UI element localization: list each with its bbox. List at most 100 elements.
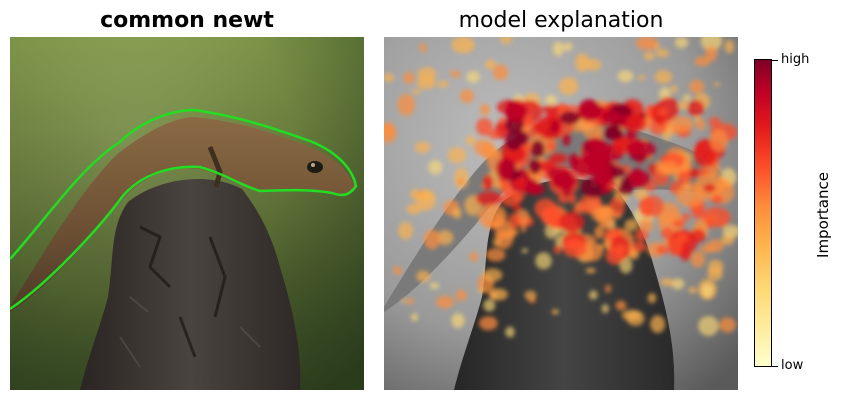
heat-blob bbox=[424, 229, 441, 250]
heat-blob bbox=[478, 316, 498, 331]
heat-blob bbox=[670, 85, 678, 93]
heat-blob bbox=[688, 287, 697, 294]
importance-heat-blobs bbox=[384, 37, 738, 338]
heat-blob bbox=[480, 103, 490, 116]
heat-blob bbox=[530, 140, 545, 158]
heat-blob bbox=[600, 187, 611, 194]
heat-blob bbox=[714, 82, 720, 87]
heat-blob bbox=[585, 267, 596, 274]
heat-blob bbox=[651, 171, 669, 186]
heat-blob bbox=[676, 183, 706, 208]
newt-photo-panel bbox=[10, 37, 364, 390]
heat-blob bbox=[656, 245, 669, 255]
heat-blob bbox=[546, 140, 556, 152]
heat-blob bbox=[559, 211, 585, 233]
heat-blob bbox=[514, 177, 527, 189]
heat-blob bbox=[633, 241, 647, 253]
heat-blob bbox=[495, 157, 515, 181]
heat-blob bbox=[693, 139, 717, 168]
heat-blob bbox=[450, 70, 461, 78]
heat-blob bbox=[634, 189, 649, 201]
heat-blob bbox=[672, 219, 686, 228]
heat-blob bbox=[616, 184, 634, 195]
heat-blob bbox=[553, 41, 564, 57]
left-panel-title: common newt bbox=[100, 8, 274, 33]
heat-blob bbox=[393, 265, 402, 275]
heat-blob bbox=[636, 37, 658, 51]
heat-blob bbox=[674, 37, 689, 49]
heat-blob bbox=[505, 102, 527, 123]
heat-blob bbox=[639, 218, 654, 233]
heat-blob bbox=[617, 70, 634, 83]
heat-blob bbox=[429, 282, 440, 290]
heat-blob bbox=[403, 71, 415, 84]
heat-blob bbox=[625, 129, 637, 141]
heat-blob bbox=[505, 130, 523, 151]
heat-blob bbox=[703, 183, 716, 193]
heat-blob bbox=[416, 76, 436, 90]
heat-blob bbox=[529, 182, 545, 196]
colorbar-gradient bbox=[754, 59, 772, 367]
heat-blob bbox=[484, 59, 496, 70]
heat-blob bbox=[452, 207, 462, 219]
heat-blob bbox=[711, 195, 724, 204]
heat-blob bbox=[410, 188, 421, 201]
heat-blob bbox=[398, 221, 413, 240]
heat-blob bbox=[722, 225, 738, 238]
heat-blob bbox=[478, 287, 486, 294]
heat-blob bbox=[529, 158, 541, 175]
heat-blob bbox=[619, 177, 632, 189]
heat-blob bbox=[521, 248, 528, 254]
heat-blob bbox=[611, 114, 623, 121]
heat-blob bbox=[428, 160, 443, 175]
heat-blob bbox=[436, 295, 455, 309]
heat-blob bbox=[553, 244, 562, 254]
heat-blob bbox=[597, 205, 615, 230]
heat-blob bbox=[451, 37, 475, 54]
heat-blob bbox=[625, 170, 651, 188]
heat-blob bbox=[568, 193, 577, 204]
heat-blob bbox=[500, 191, 521, 207]
heat-blob bbox=[626, 310, 645, 326]
heat-blob bbox=[605, 246, 625, 265]
heat-blob bbox=[500, 37, 512, 45]
heat-blob bbox=[655, 48, 670, 58]
heat-blob bbox=[589, 290, 598, 300]
heat-blob bbox=[437, 80, 449, 88]
heat-blob bbox=[700, 37, 723, 52]
heat-blob bbox=[551, 308, 560, 315]
heat-blob bbox=[668, 237, 683, 256]
heat-blob bbox=[575, 53, 589, 72]
heat-blob bbox=[669, 116, 694, 133]
heat-blob bbox=[546, 167, 572, 181]
heat-blob bbox=[660, 278, 674, 287]
heat-blob bbox=[401, 298, 409, 303]
heat-blob bbox=[447, 147, 467, 164]
heat-blob bbox=[451, 313, 465, 329]
heat-blob bbox=[650, 315, 666, 333]
heat-blob bbox=[416, 270, 431, 283]
heat-blob bbox=[604, 284, 612, 293]
heat-blob bbox=[705, 45, 718, 62]
heat-blob bbox=[625, 114, 647, 133]
heat-blob bbox=[535, 252, 552, 270]
heat-blob bbox=[412, 88, 422, 94]
heat-blob bbox=[418, 191, 433, 201]
newt-photo bbox=[10, 37, 364, 390]
importance-colorbar bbox=[754, 59, 772, 367]
heat-blob bbox=[411, 313, 419, 322]
heat-blob bbox=[700, 244, 714, 254]
heat-blob bbox=[677, 170, 691, 186]
heat-blob bbox=[562, 133, 571, 146]
heat-blob bbox=[673, 174, 679, 181]
heat-blob bbox=[573, 205, 582, 214]
heat-blob bbox=[457, 177, 464, 185]
heat-blob bbox=[707, 267, 723, 281]
colorbar-high-label: high bbox=[781, 52, 810, 67]
heat-blob bbox=[406, 203, 422, 215]
colorbar-low-label: low bbox=[781, 358, 804, 373]
right-panel-title: model explanation bbox=[458, 8, 664, 33]
heat-blob bbox=[570, 156, 601, 176]
heat-blob bbox=[505, 326, 515, 338]
colorbar-tick-high bbox=[772, 60, 778, 61]
